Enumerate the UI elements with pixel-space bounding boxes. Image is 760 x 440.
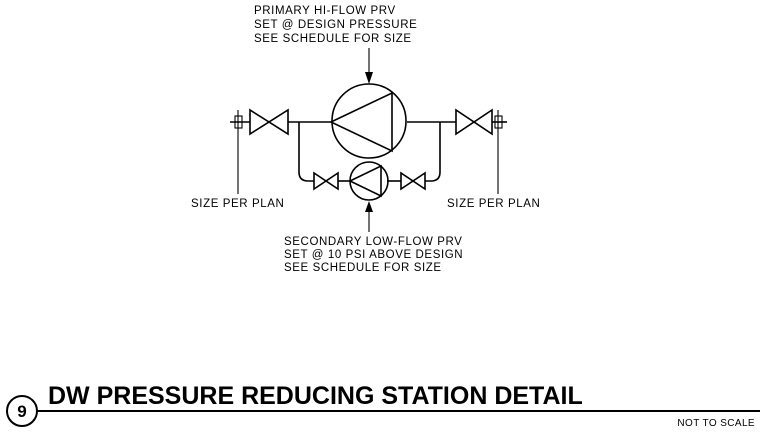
- right-gate-valve-icon: [455, 108, 493, 136]
- primary-note-line-3: SEE SCHEDULE FOR SIZE: [254, 33, 412, 45]
- bypass-pipe: [298, 122, 441, 182]
- size-label-left: SIZE PER PLAN: [191, 198, 284, 210]
- secondary-note-line-2: SET @ 10 PSI ABOVE DESIGN: [284, 249, 463, 261]
- left-gate-valve-icon: [249, 108, 289, 136]
- primary-note-line-1: PRIMARY HI-FLOW PRV: [254, 5, 396, 17]
- secondary-prv-icon: [348, 161, 389, 201]
- bypass-left-valve-icon: [313, 171, 339, 191]
- secondary-note-line-1: SECONDARY LOW-FLOW PRV: [284, 236, 463, 248]
- size-label-right: SIZE PER PLAN: [447, 198, 540, 210]
- detail-number: 9: [17, 402, 26, 421]
- secondary-note-line-3: SEE SCHEDULE FOR SIZE: [284, 262, 442, 274]
- primary-note-line-2: SET @ DESIGN PRESSURE: [254, 19, 417, 31]
- bypass-right-valve-icon: [400, 171, 426, 191]
- detail-title: DW PRESSURE REDUCING STATION DETAIL: [48, 382, 583, 410]
- secondary-leader-arrow: [365, 201, 373, 232]
- primary-prv-icon: [329, 83, 407, 159]
- scale-note: NOT TO SCALE: [677, 418, 755, 429]
- detail-number-bubble: 9: [6, 395, 38, 427]
- primary-leader-arrow: [365, 48, 373, 84]
